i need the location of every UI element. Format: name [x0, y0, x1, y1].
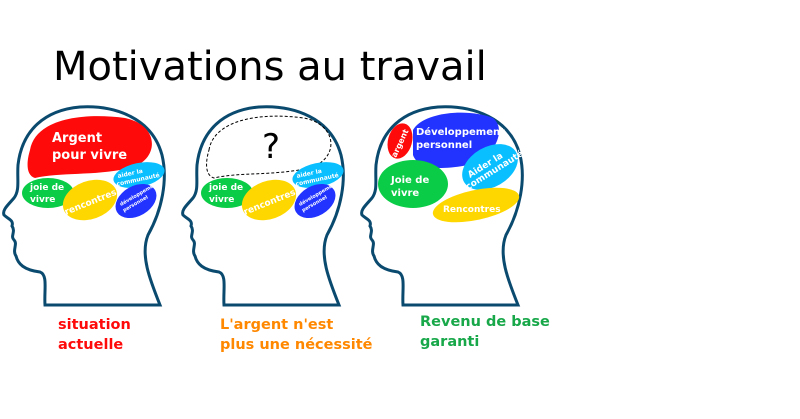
blob-dev — [294, 183, 336, 219]
label-joie-2: vivre — [30, 195, 55, 205]
blob-aider — [113, 162, 165, 188]
blob-rencontres — [62, 179, 118, 221]
page-title: Motivations au travail — [53, 44, 487, 90]
head-basic-income: argent Développement personnel Joie de v… — [360, 105, 526, 307]
blob-argent — [27, 116, 152, 178]
blob-joie — [22, 178, 74, 208]
blob-joie — [201, 178, 253, 208]
label-argent-2: pour vivre — [52, 148, 127, 163]
blob-empty — [206, 115, 332, 179]
label-joie-2: vivre — [209, 195, 234, 205]
head-current: Argent pour vivre joie de vivre rencontr… — [2, 105, 166, 307]
blob-aider — [292, 162, 344, 188]
caption-basic-income: Revenu de base garanti — [420, 314, 550, 350]
blob-joie — [378, 160, 448, 208]
caption-current: situation actuelle — [58, 317, 131, 353]
label-dev: Développement — [416, 126, 505, 138]
blob-dev — [115, 183, 157, 219]
blob-argent — [387, 123, 413, 159]
label-dev-2: personnel — [416, 140, 472, 151]
head-no-money: ? joie de vivre rencontres aider la comm… — [181, 105, 345, 307]
label-rencontres: Rencontres — [443, 205, 501, 215]
label-joie: joie de — [29, 183, 64, 193]
blob-rencontres — [432, 187, 520, 223]
blob-rencontres — [241, 179, 297, 221]
label-argent: Argent — [52, 131, 102, 146]
label-joie-2: vivre — [391, 188, 419, 199]
label-question: ? — [262, 127, 280, 167]
caption-no-money: L'argent n'est plus une nécessité — [220, 317, 373, 353]
blob-aider — [462, 144, 518, 190]
label-joie: joie de — [208, 183, 243, 193]
label-joie: Joie de — [390, 175, 429, 186]
